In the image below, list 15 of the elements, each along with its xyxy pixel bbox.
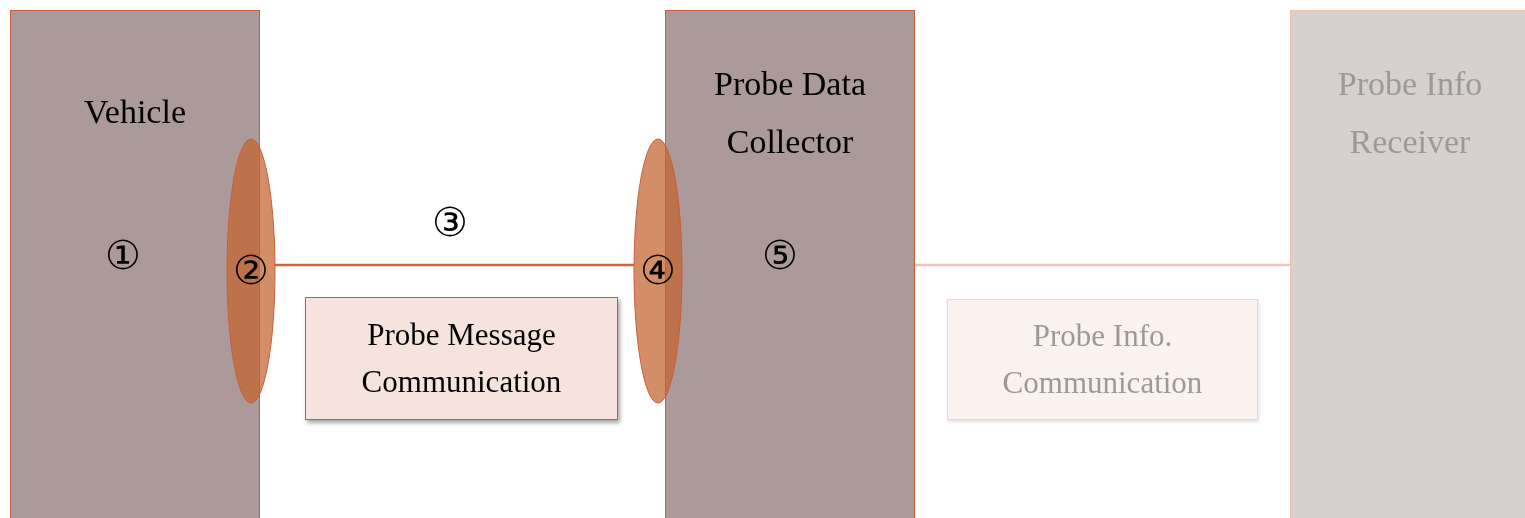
node-label: Probe Info Receiver <box>1336 64 1484 162</box>
process-box <box>947 299 1258 420</box>
callout-number: ① <box>105 236 141 276</box>
process-box <box>305 297 618 420</box>
actor-column <box>1290 10 1525 518</box>
node-label: Vehicle <box>83 92 187 132</box>
connector-line <box>275 263 634 267</box>
node-label: Probe Info. Communication <box>1001 317 1204 402</box>
node-label: Probe Data Collector <box>713 64 867 162</box>
node-label: Probe Message Communication <box>360 316 563 401</box>
callout-number: ⑤ <box>762 236 798 276</box>
callout-number: ④ <box>640 251 676 291</box>
connector-line <box>915 263 1290 267</box>
callout-number: ② <box>233 251 269 291</box>
callout-number: ③ <box>432 203 468 243</box>
